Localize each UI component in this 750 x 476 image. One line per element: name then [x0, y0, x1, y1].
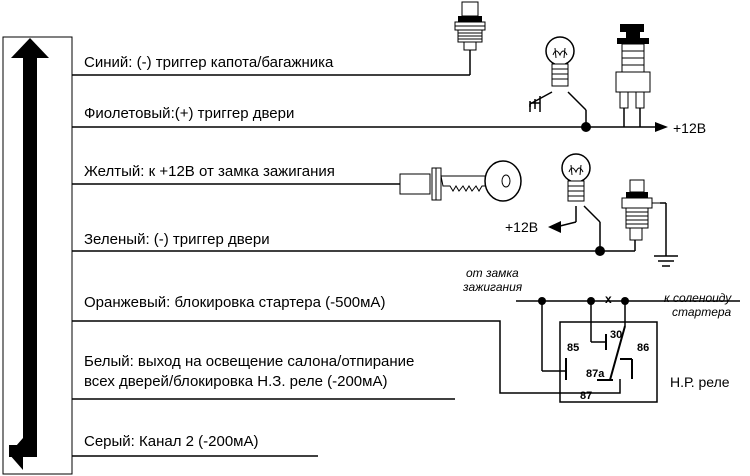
wire-label-gray: Серый: Канал 2 (-200мА) — [84, 433, 259, 450]
starter-relay — [516, 297, 740, 403]
ground-icon — [654, 202, 678, 267]
relay-pin-86: 86 — [637, 342, 650, 354]
relay-pin-87: 87 — [580, 390, 593, 402]
to-solenoid-label-line1: к соленоиду — [664, 291, 732, 305]
wire-label-orange: Оранжевый: блокировка стартера (-500мА) — [84, 294, 386, 311]
from-ignition-label-line1: от замка — [466, 266, 519, 280]
cut-mark: x — [605, 292, 612, 306]
wire-label-violet: Фиолетовый:(+) триггер двери — [84, 105, 295, 122]
relay-pin-87a: 87a — [586, 368, 605, 380]
wire-label-blue: Синий: (-) триггер капота/багажника — [84, 54, 334, 71]
relay-pin-30: 30 — [610, 329, 623, 341]
wire-label-white-line2: всех дверей/блокировка Н.З. реле (-200мА… — [84, 373, 388, 390]
from-ignition-label-line2: зажигания — [463, 280, 523, 294]
to-solenoid-label-line2: стартера — [672, 305, 732, 319]
relay-caption: Н.Р. реле — [670, 374, 730, 390]
ground-icon — [529, 96, 541, 112]
power-label-violet: +12В — [673, 120, 707, 136]
wire-label-white-line1: Белый: выход на освещение салона/отпиран… — [84, 353, 415, 370]
power-label-green: +12В — [505, 219, 539, 235]
door-switch-icon — [615, 24, 651, 127]
relay-pin-85: 85 — [567, 342, 580, 354]
arrow-right-icon — [655, 122, 668, 132]
dome-lamp-icon — [529, 36, 587, 127]
connector-housing — [2, 36, 73, 475]
arrow-left-icon — [548, 221, 561, 233]
dome-lamp-icon — [555, 153, 601, 251]
wire-label-yellow: Желтый: к +12В от замка зажигания — [84, 163, 335, 180]
connector-arrow — [9, 38, 49, 470]
hood-pin-switch-icon — [454, 1, 486, 51]
wire-orange — [72, 320, 621, 394]
junction-dot — [581, 122, 591, 132]
ignition-key-icon — [399, 160, 522, 202]
door-pin-switch-icon — [621, 179, 660, 241]
wire-label-green: Зеленый: (-) триггер двери — [84, 231, 270, 248]
